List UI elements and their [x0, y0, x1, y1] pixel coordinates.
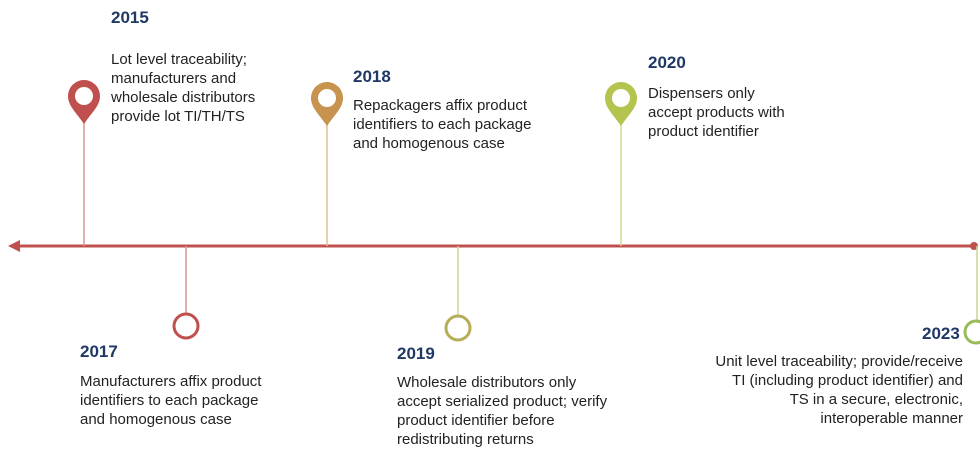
milestone-2017-line: identifiers to each package	[80, 392, 259, 409]
milestone-2020-line: accept products with	[648, 104, 785, 121]
milestone-2019-line: product identifier before	[397, 412, 555, 429]
milestone-2019-text: Wholesale distributors only accept seria…	[397, 373, 607, 449]
milestone-2023-line: TI (including product identifier) and	[732, 372, 963, 389]
milestone-2015-line: wholesale distributors	[111, 89, 256, 106]
milestone-2020-text: Dispensers only accept products with pro…	[648, 84, 785, 141]
milestone-2015-text: Lot level traceability; manufacturers an…	[111, 50, 255, 126]
milestone-2023-line: Unit level traceability; provide/receive	[715, 353, 963, 370]
milestone-2020-line: Dispensers only	[648, 85, 755, 102]
year-2015: 2015	[111, 8, 149, 27]
milestone-2018-line: Repackagers affix product	[353, 97, 527, 114]
milestone-2017-line: and homogenous case	[80, 411, 232, 428]
milestone-2015-line: Lot level traceability;	[111, 51, 247, 68]
milestone-2023-line: interoperable manner	[820, 410, 963, 427]
milestone-2015-line: manufacturers and	[111, 70, 237, 87]
milestone-2017-text: Manufacturers affix product identifiers …	[80, 372, 261, 429]
pin-hole-2018	[318, 89, 336, 107]
milestone-2017-line: Manufacturers affix product	[80, 373, 262, 390]
pin-hole-2020	[612, 89, 630, 107]
axis-left-arrow	[8, 240, 20, 252]
milestone-2018-line: identifiers to each package	[353, 116, 532, 133]
milestone-2019-line: Wholesale distributors only	[397, 374, 577, 391]
year-2019: 2019	[397, 344, 435, 363]
circle-icon-2023	[963, 319, 980, 345]
year-2018: 2018	[353, 67, 391, 86]
milestone-2015-line: provide lot TI/TH/TS	[111, 108, 245, 125]
pin-hole-2015	[75, 87, 93, 105]
milestone-2023-line: TS in a secure, electronic,	[789, 391, 963, 408]
milestone-2018-line: and homogenous case	[353, 135, 505, 152]
circle-icon-2017	[172, 312, 200, 340]
axis-right-dot	[970, 242, 978, 250]
year-2020: 2020	[648, 53, 686, 72]
circle-icon-2019	[444, 314, 472, 342]
milestone-2019-line: accept serialized product; verify	[397, 393, 608, 410]
milestone-2020-line: product identifier	[648, 123, 759, 140]
milestone-2018-text: Repackagers affix product identifiers to…	[353, 96, 531, 153]
year-2023: 2023	[922, 324, 960, 343]
year-2017: 2017	[80, 342, 118, 361]
milestone-2019-line: redistributing returns	[397, 431, 534, 448]
milestone-2023-text: Unit level traceability; provide/receive…	[715, 352, 963, 428]
